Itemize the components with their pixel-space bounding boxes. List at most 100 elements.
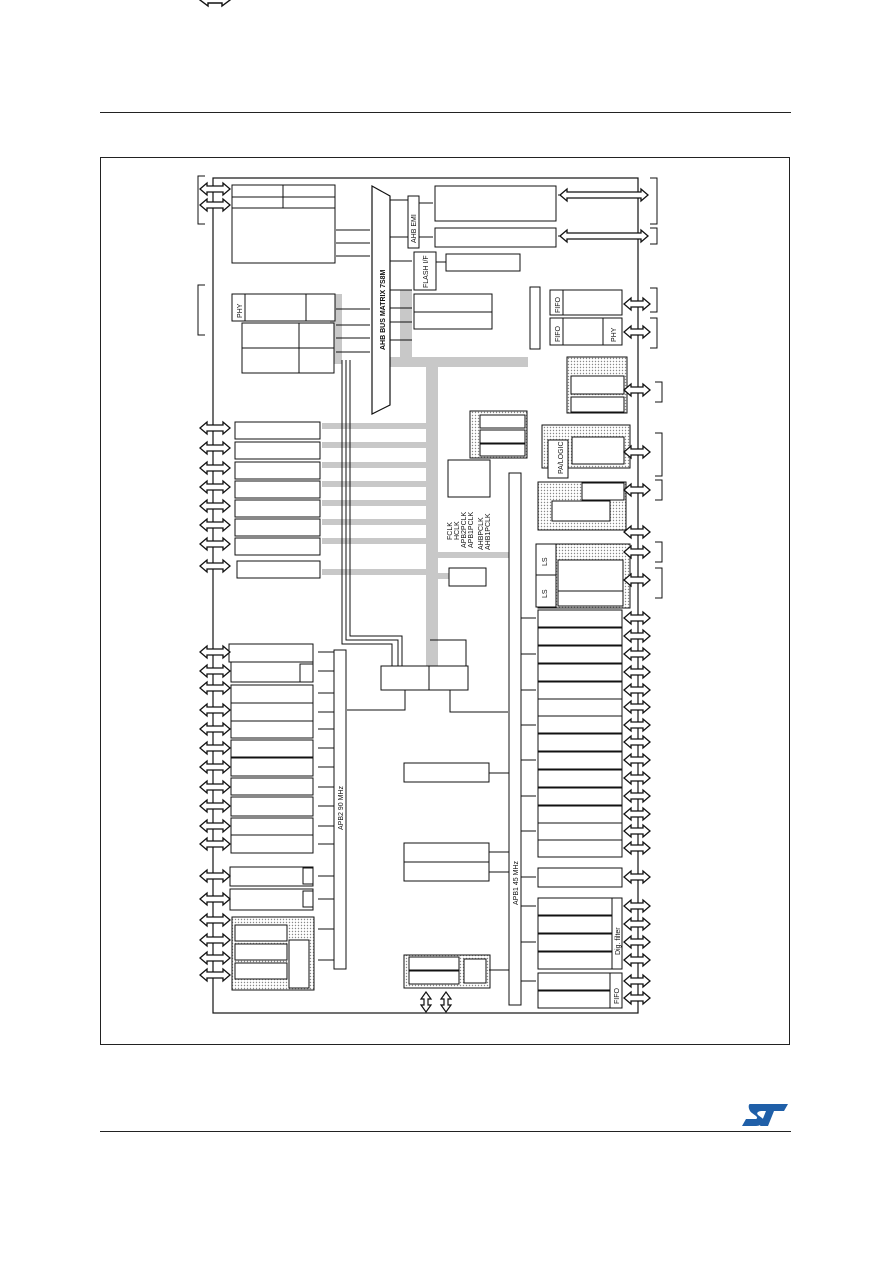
bidirectional-arrow: [199, 721, 231, 737]
bidirectional-arrow: [623, 296, 651, 312]
clock-label-ahb1: AHB1PCLK: [485, 513, 492, 550]
clock-labels: FCLK HCLK APB2PCLK APB1PCLK AHBPCLK AHB1…: [447, 511, 492, 550]
bidirectional-arrow: [623, 734, 651, 750]
bidirectional-arrow: [199, 460, 231, 476]
bottom-arrows: [419, 990, 453, 1014]
bidirectional-arrow: [623, 869, 651, 885]
bidirectional-arrow: [623, 806, 651, 822]
bidirectional-arrow: [623, 952, 651, 968]
bidirectional-arrow: [199, 798, 231, 814]
bidirectional-arrow: [199, 702, 231, 718]
figure-frame: [100, 157, 790, 1045]
st-logo-icon: [742, 1104, 788, 1126]
clock-label-ahb: AHBPCLK: [478, 517, 485, 550]
bidirectional-arrow: [199, 740, 231, 756]
apb-bridges: [333, 472, 522, 1006]
bidirectional-arrow: [199, 932, 231, 948]
bidirectional-arrow: [199, 644, 231, 660]
bidirectional-arrow: [623, 544, 651, 560]
bidirectional-arrow: [199, 440, 231, 456]
apb1-label: APB1 45 MHz: [513, 861, 520, 905]
bus-matrix-label: AHB BUS MATRIX 7S8M: [380, 269, 387, 350]
bidirectional-arrow: [199, 197, 231, 213]
outer-rails: [212, 177, 639, 1014]
dig-filter-label: Dig. filter: [615, 927, 622, 955]
bidirectional-arrow: [623, 628, 651, 644]
flash-if-label: FLASH I/F: [423, 255, 430, 288]
bus-ticks: [318, 617, 536, 982]
ls-label-1: LS: [542, 557, 549, 566]
center-blocks: [403, 762, 491, 989]
bidirectional-arrow: [199, 558, 231, 574]
ls-label-2: LS: [542, 589, 549, 598]
header-rule: [100, 112, 791, 113]
bidirectional-arrow: [559, 187, 649, 203]
ls-blocks: [535, 543, 557, 608]
bidirectional-arrow: [623, 770, 651, 786]
fifo-label-1: FIFO: [555, 297, 562, 313]
bidirectional-arrow: [623, 324, 651, 340]
bidirectional-arrow: [623, 664, 651, 680]
bidirectional-arrow: [199, 868, 231, 884]
bidirectional-arrow: [623, 752, 651, 768]
bidirectional-arrow: [623, 682, 651, 698]
bidirectional-arrow: [199, 663, 231, 679]
bidirectional-arrow: [199, 420, 231, 436]
phy-block-left: [231, 293, 336, 374]
footer-rule: [100, 1131, 791, 1132]
bidirectional-arrow: [623, 898, 651, 914]
ahb-bus-matrix: AHB BUS MATRIX 7S8M: [371, 184, 391, 415]
matrix-arrows-left: [336, 199, 412, 353]
bidirectional-arrow: [623, 524, 651, 540]
apb2-peripherals: [228, 643, 315, 991]
bidirectional-arrow: [623, 646, 651, 662]
bidirectional-arrow: [199, 536, 231, 552]
bidirectional-arrow: [623, 717, 651, 733]
bidirectional-arrow: [623, 382, 651, 398]
gray-buses: [322, 290, 528, 668]
bidirectional-arrow: [623, 990, 651, 1006]
bidirectional-arrow: [623, 823, 651, 839]
bidirectional-arrow: [199, 680, 231, 696]
ahb-emi-label: AHB EMI: [411, 214, 418, 243]
bidirectional-arrow: [199, 779, 231, 795]
bidirectional-arrow: [199, 498, 231, 514]
bidirectional-arrow: [199, 912, 231, 928]
bidirectional-arrow: [623, 840, 651, 856]
top-left-block: [231, 184, 336, 264]
phy-label-left: PHY: [237, 303, 244, 318]
phy-label-right: PHY: [611, 327, 618, 342]
bidirectional-arrow: [623, 572, 651, 588]
bidirectional-arrow: [199, 967, 231, 983]
fifo-label-2: FIFO: [555, 326, 562, 342]
bidirectional-arrow: [199, 950, 231, 966]
bidirectional-arrow: [199, 181, 231, 197]
bidirectional-arrow: [559, 228, 649, 244]
bidirectional-arrow: [623, 482, 651, 498]
bidirectional-arrow: [623, 788, 651, 804]
clock-label-hclk: HCLK: [454, 521, 461, 540]
bidirectional-arrow: [623, 610, 651, 626]
bidirectional-arrow: [623, 699, 651, 715]
bidirectional-arrow: [623, 973, 651, 989]
bidirectional-arrow: [199, 759, 231, 775]
clock-label-fclk: FCLK: [447, 522, 454, 540]
ahb-emi-block: [407, 185, 648, 249]
bidirectional-arrow: [623, 934, 651, 950]
bidirectional-arrow: [623, 916, 651, 932]
bidirectional-arrow: [199, 818, 231, 834]
brackets: [197, 175, 663, 599]
fifo-phy-right: [529, 286, 623, 350]
bidirectional-arrow: [199, 836, 231, 852]
left-edge-arrows: [198, 0, 232, 8]
bidirectional-arrow: [623, 444, 651, 460]
bidirectional-arrow: [199, 891, 231, 907]
clock-label-apb2: APB2PCLK: [461, 511, 468, 548]
clock-label-apb1: APB1PCLK: [468, 511, 475, 548]
bidirectional-arrow: [199, 479, 231, 495]
bidirectional-arrow: [199, 517, 231, 533]
apb2-label: APB2 90 MHz: [338, 786, 345, 830]
clock-block: [447, 410, 528, 587]
edge-arrows: [199, 181, 651, 1006]
